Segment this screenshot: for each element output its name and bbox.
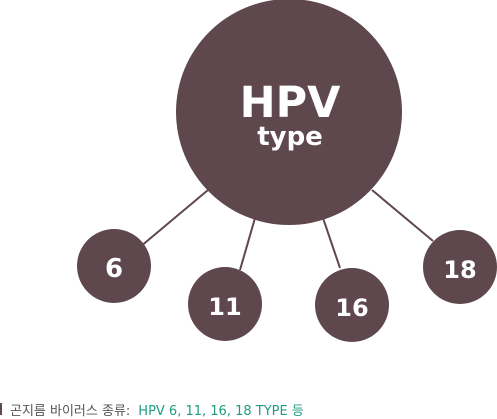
caption-label: 곤지름 바이러스 종류: <box>10 403 131 419</box>
type-node-16: 16 <box>315 268 389 342</box>
connectors <box>139 189 434 271</box>
type-node-11-label: 11 <box>208 293 241 321</box>
type-node-11: 11 <box>188 267 262 341</box>
type-node-6-circle <box>77 229 151 303</box>
type-node-18: 18 <box>423 230 497 304</box>
connector-11 <box>239 217 256 271</box>
type-node-18-label: 18 <box>443 256 476 284</box>
caption: 곤지름 바이러스 종류: HPV 6, 11, 16, 18 TYPE 등 <box>0 399 304 419</box>
type-node-11-circle <box>188 267 262 341</box>
caption-value: HPV 6, 11, 16, 18 TYPE 등 <box>138 403 304 419</box>
center-title: HPV <box>240 78 342 128</box>
connector-18 <box>371 189 434 242</box>
connector-16 <box>322 217 341 269</box>
type-node-18-circle <box>423 230 497 304</box>
type-node-16-circle <box>315 268 389 342</box>
center-circle <box>176 0 402 225</box>
connector-6 <box>139 189 209 248</box>
type-node-6-label: 6 <box>105 254 123 284</box>
center-node: HPV type <box>176 0 402 225</box>
type-node-6: 6 <box>77 229 151 303</box>
caption-bullet-bar <box>0 403 2 415</box>
center-subtitle: type <box>257 122 323 152</box>
type-node-16-label: 16 <box>335 294 368 322</box>
